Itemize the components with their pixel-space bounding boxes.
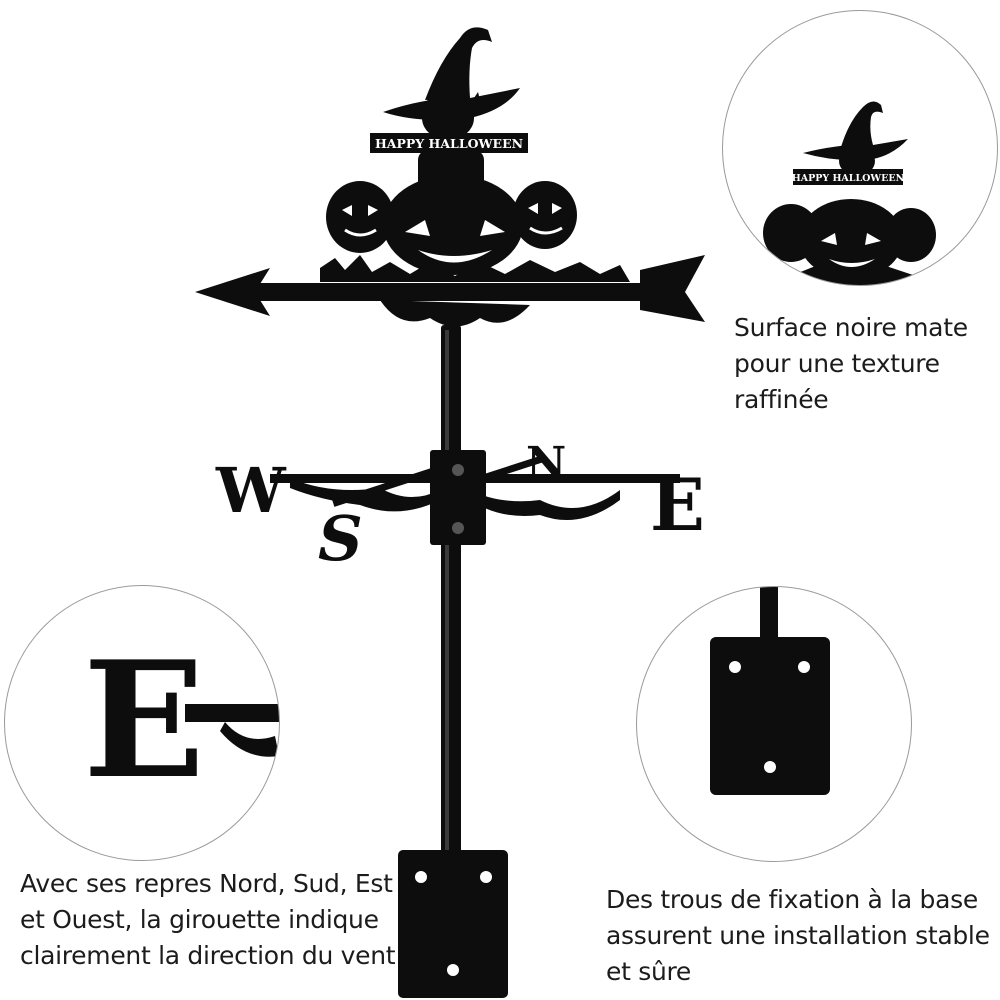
banner-text: HAPPY HALLOWEEN	[375, 136, 523, 151]
compass-letter-south: S	[318, 502, 363, 575]
compass-letter-west: W	[215, 454, 287, 527]
detail-plate	[710, 637, 830, 795]
pole-highlight	[445, 330, 449, 880]
caption-finish-line-3: raffinée	[734, 385, 829, 414]
vane-pole	[441, 325, 461, 885]
detail-circle-base	[636, 586, 912, 862]
detail-circle-finish: HAPPY HALLOWEEN	[722, 10, 998, 286]
caption-compass-line-1: Avec ses repres Nord, Sud, Est	[20, 869, 393, 898]
caption-finish-line-2: pour une texture	[734, 349, 940, 378]
mini-silhouette: HAPPY HALLOWEEN	[758, 101, 958, 285]
caption-base-line-3: et sûre	[606, 957, 692, 986]
caption-finish: Surface noire mate pour une texture raff…	[734, 310, 968, 418]
mounting-plate	[398, 850, 508, 998]
mini-banner-text: HAPPY HALLOWEEN	[792, 173, 905, 184]
compass-letter-east: E	[650, 462, 705, 547]
caption-compass-line-3: clairement la direction du vent	[20, 941, 396, 970]
detail-letter-east: E	[83, 626, 205, 814]
caption-compass-line-2: et Ouest, la girouette indique	[20, 905, 379, 934]
compass-bracket	[430, 450, 486, 545]
detail-circle-compass: E	[4, 585, 280, 861]
caption-base-line-2: assurent une installation stable	[606, 921, 990, 950]
arrow-pointer	[195, 255, 705, 327]
caption-base: Des trous de fixation à la base assurent…	[606, 882, 990, 990]
banner	[370, 133, 528, 153]
caption-finish-line-1: Surface noire mate	[734, 313, 968, 342]
detail-arm	[185, 704, 279, 722]
compass-letter-north: N	[526, 438, 566, 489]
compass-arms	[270, 450, 680, 545]
halloween-silhouette: HAPPY HALLOWEEN	[320, 27, 630, 282]
caption-base-line-1: Des trous de fixation à la base	[606, 885, 978, 914]
caption-compass: Avec ses repres Nord, Sud, Est et Ouest,…	[20, 866, 396, 974]
